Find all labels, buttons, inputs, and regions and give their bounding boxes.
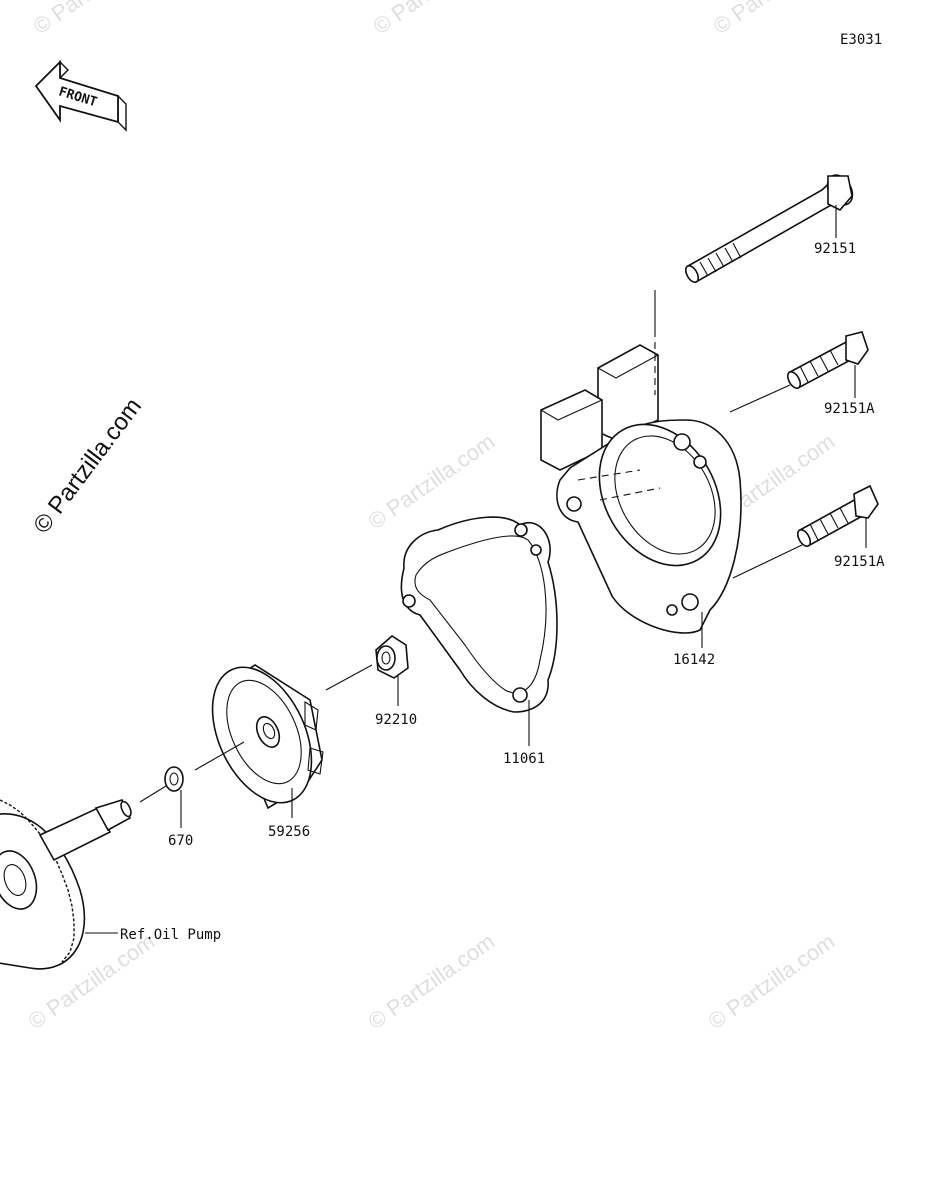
oil-pump-gear-reference (0, 799, 132, 970)
nut-92210[interactable] (375, 635, 409, 679)
part-number-label[interactable]: 670 (168, 833, 193, 849)
impeller-59256[interactable] (193, 652, 332, 819)
part-number-label[interactable]: 59256 (268, 824, 310, 840)
bolt-92151A-upper[interactable] (785, 331, 869, 390)
part-number-label[interactable]: 92151 (814, 241, 856, 257)
watermark-tile: © Partzilla.com (29, 0, 165, 39)
watermark-tile: © Partzilla.com (369, 0, 505, 39)
leader-lines (85, 205, 867, 934)
reference-note: Ref.Oil Pump (120, 927, 221, 943)
bolt-92151A-lower[interactable] (795, 484, 879, 548)
part-number-label[interactable]: 92151A (834, 554, 885, 570)
part-number-label[interactable]: 16142 (673, 652, 715, 668)
washer-670[interactable] (164, 766, 184, 792)
front-arrow-icon: FRONT (34, 59, 127, 132)
watermark-tile: © Partzilla.com (709, 0, 845, 39)
part-number-label[interactable]: 92210 (375, 712, 417, 728)
bolt-92151[interactable] (683, 171, 857, 285)
gasket-11061[interactable] (400, 516, 558, 713)
part-number-label[interactable]: 92151A (824, 401, 875, 417)
diagram-code: E3031 (840, 32, 882, 48)
cover-16142[interactable] (540, 330, 745, 634)
part-labels: 92151 92151A 92151A 16142 11061 92210 59… (120, 241, 885, 943)
watermark-tile: © Partzilla.com (364, 929, 500, 1035)
part-number-label[interactable]: 11061 (503, 751, 545, 767)
watermark-tile: © Partzilla.com (704, 929, 840, 1035)
watermark-main: © Partzilla.com (28, 393, 147, 538)
